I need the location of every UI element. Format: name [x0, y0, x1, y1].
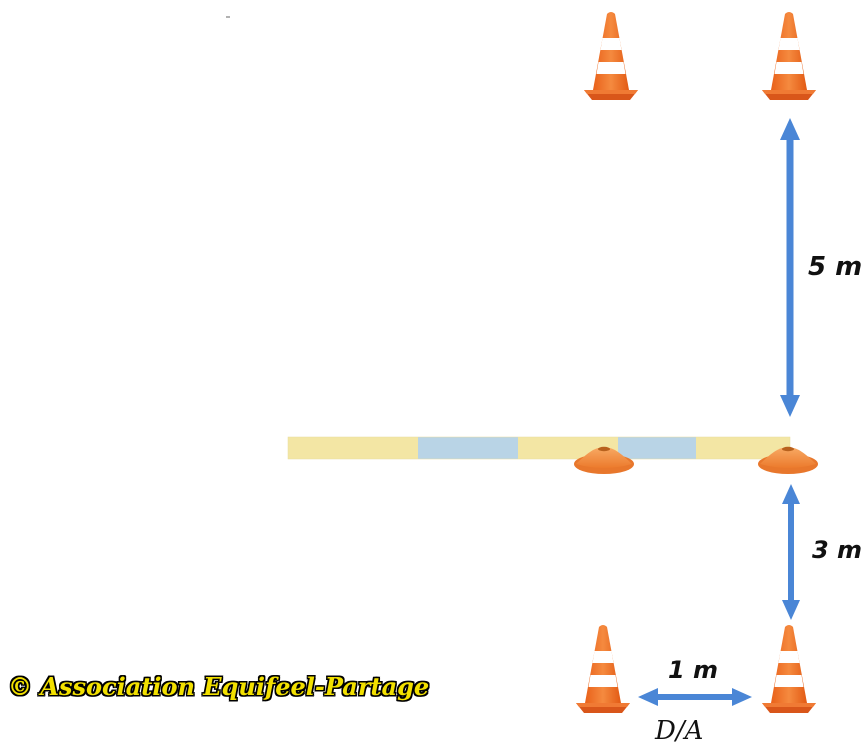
cone-bottom-left	[576, 625, 630, 713]
cone-bottom-right	[762, 625, 816, 713]
cone-top-left	[584, 12, 638, 100]
start-finish-label: D/A	[655, 716, 704, 746]
arrow-5m	[780, 118, 800, 417]
cone-top-right	[762, 12, 816, 100]
arrow-3m	[782, 484, 800, 620]
distance-label-3m: 3 m	[812, 536, 863, 564]
arrow-1m	[638, 688, 752, 706]
distance-label-1m: 1 m	[668, 656, 719, 684]
copyright-watermark: © Association Equifeel-Partage	[8, 672, 430, 701]
distance-label-5m: 5 m	[808, 252, 863, 282]
ground-pole	[287, 436, 791, 460]
